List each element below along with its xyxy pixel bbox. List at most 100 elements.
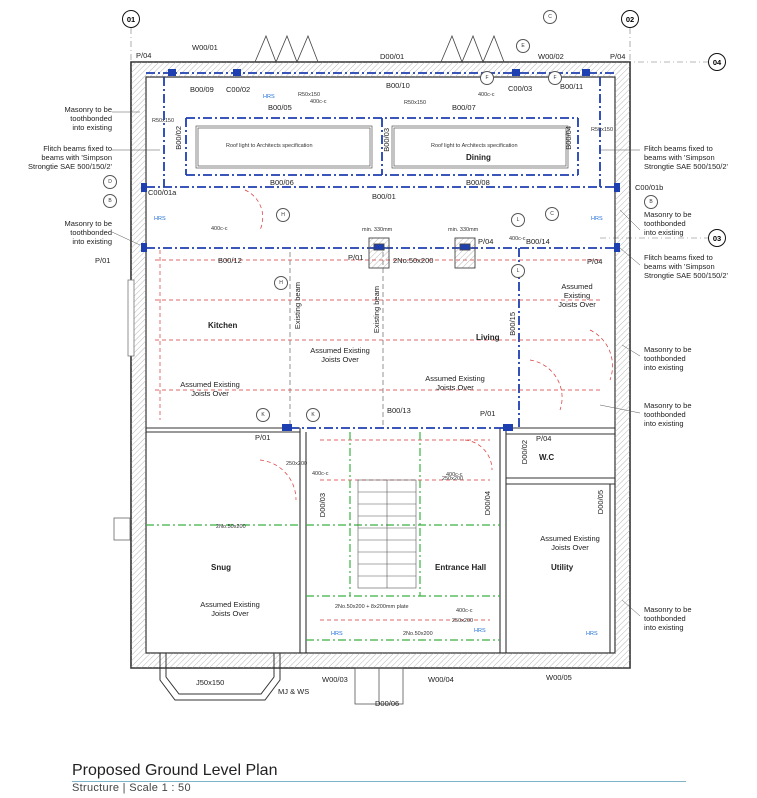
- tag-p01-left: P/01: [95, 256, 111, 265]
- section-marker-k-1: K: [256, 408, 270, 422]
- note-masonry-mid-left: Masonry to be toothbonded into existing: [64, 219, 112, 246]
- joist-note-kitchen-mid: Assumed Existing Joists Over: [310, 346, 370, 364]
- tag-hall-plate: 2No.50x200 + 8x200mm plate: [335, 604, 409, 610]
- tag-400cc-g: 400c-c: [446, 472, 463, 478]
- tag-p04-top-right: P/04: [610, 52, 626, 61]
- room-living: Living: [476, 333, 500, 342]
- tag-min330-b: min. 330mm: [448, 227, 479, 233]
- joist-note-snug: Assumed Existing Joists Over: [200, 600, 260, 618]
- tag-j50x150: J50x150: [196, 678, 225, 687]
- tag-p04-top-left: P/04: [136, 51, 152, 60]
- tag-d00-06: D00/06: [375, 699, 400, 708]
- room-wc: W.C: [539, 453, 555, 462]
- tag-b00-12: B00/12: [218, 256, 242, 265]
- tag-b00-07: B00/07: [452, 103, 476, 112]
- side-window: [127, 279, 135, 357]
- section-marker-l-mid: L: [511, 213, 525, 227]
- section-marker-f2-top: F: [548, 71, 562, 85]
- tag-d00-03: D00/03: [318, 493, 327, 518]
- tag-b00-13: B00/13: [387, 406, 411, 415]
- tag-c00-03: C00/03: [508, 84, 533, 93]
- tag-r50-b: R50x150: [298, 92, 321, 98]
- tag-w00-03: W00/03: [322, 675, 348, 684]
- external-walls: [130, 61, 631, 669]
- tag-b00-04: B00/04: [564, 126, 573, 150]
- section-marker-c-mid: C: [545, 207, 559, 221]
- tag-hrs-2: HRS: [591, 216, 603, 222]
- tag-400cc-e: 400c-c: [456, 608, 473, 614]
- note-masonry-right-2: Masonry to be toothbonded into existing: [644, 345, 692, 372]
- grid-bubble-03: 03: [708, 229, 726, 247]
- staircase: [357, 479, 417, 589]
- joist-note-living: Assumed Existing Joists Over: [425, 374, 485, 392]
- leader-lines: [111, 111, 641, 617]
- room-entrance-hall: Entrance Hall: [435, 563, 487, 572]
- grid-bubble-01: 01: [122, 10, 140, 28]
- tag-hall-2no: 2No.50x200: [403, 631, 433, 637]
- tag-400cc-f: 400c-c: [509, 236, 526, 242]
- tag-w00-01: W00/01: [192, 43, 218, 52]
- tag-c00-01b: C00/01b: [635, 183, 664, 192]
- room-utility: Utility: [551, 563, 574, 572]
- tag-400cc-a: 400c-c: [310, 99, 327, 105]
- note-masonry-right-3: Masonry to be toothbonded into existing: [644, 401, 692, 428]
- tag-w00-05: W00/05: [546, 673, 572, 682]
- tag-r50-d: R50x150: [591, 127, 614, 133]
- roof-lights: [195, 125, 569, 169]
- tag-b00-03: B00/03: [382, 128, 391, 152]
- section-marker-f-top: F: [480, 71, 494, 85]
- tag-p01-low: P/01: [255, 433, 271, 442]
- padstones: [368, 237, 476, 269]
- top-folding-doors: [254, 34, 505, 64]
- chimney-stub: [113, 517, 131, 541]
- note-masonry-right-1: Masonry to be toothbonded into existing: [644, 210, 692, 237]
- tag-b00-10: B00/10: [386, 81, 410, 90]
- joist-note-kitchen: Assumed Existing Joists Over: [180, 380, 240, 398]
- section-marker-d-left: D: [103, 175, 117, 189]
- bay-window: [159, 653, 281, 701]
- tag-hrs-3: HRS: [263, 94, 275, 100]
- tag-b00-09: B00/09: [190, 85, 214, 94]
- tag-w00-02: W00/02: [538, 52, 564, 61]
- tag-d00-04: D00/04: [483, 491, 492, 516]
- tag-250x200-b: 250x200: [452, 618, 474, 624]
- tag-b00-01: B00/01: [372, 192, 396, 201]
- new-joists-green: [146, 432, 500, 641]
- joist-note-living-right: Assumed Existing Joists Over: [558, 282, 596, 309]
- section-marker-h-mid: H: [276, 208, 290, 222]
- entrance-door: [354, 667, 404, 705]
- tag-250x200-a: 250x200: [442, 476, 464, 482]
- tag-p04-low: P/04: [536, 434, 552, 443]
- tag-hrs-1: HRS: [154, 216, 166, 222]
- section-marker-e-top: E: [516, 39, 530, 53]
- grid-bubble-02: 02: [621, 10, 639, 28]
- tag-pad: 2No.50x200: [393, 256, 434, 265]
- tag-b00-05: B00/05: [268, 103, 292, 112]
- room-dining: Dining: [466, 153, 491, 162]
- existing-joists-red: [155, 189, 613, 621]
- roof-light-label-left: Roof light to Architects specification: [226, 143, 313, 149]
- tag-b00-14: B00/14: [526, 237, 550, 246]
- section-marker-k-2: K: [306, 408, 320, 422]
- drawing-title: Proposed Ground Level Plan: [72, 762, 278, 779]
- tag-b00-08: B00/08: [466, 178, 490, 187]
- existing-beam-label-1: Existing beam: [293, 282, 302, 330]
- tag-p04-mid: P/04: [478, 237, 494, 246]
- tag-b00-15: B00/15: [508, 312, 517, 336]
- tag-hrs-6: HRS: [586, 631, 598, 637]
- joist-note-utility: Assumed Existing Joists Over: [540, 534, 600, 552]
- tag-b00-02: B00/02: [174, 126, 183, 150]
- tag-w00-04: W00/04: [428, 675, 454, 684]
- tag-min330-a: min. 330mm: [362, 227, 393, 233]
- tag-p04-right: P/04: [587, 257, 603, 266]
- note-flitch-left: Flitch beams fixed to beams with 'Simpso…: [28, 144, 112, 171]
- existing-beam-label-2: Existing beam: [372, 286, 381, 334]
- internal-walls: [146, 427, 615, 653]
- room-snug: Snug: [211, 563, 231, 572]
- note-flitch-right-2: Flitch beams fixed to beams with 'Simpso…: [644, 253, 728, 280]
- note-masonry-right-4: Masonry to be toothbonded into existing: [644, 605, 692, 632]
- tag-r50-a: R50x150: [152, 118, 175, 124]
- tag-400cc-c: 400c-c: [211, 226, 228, 232]
- tag-snug-2no: 2No.50x200: [216, 524, 246, 530]
